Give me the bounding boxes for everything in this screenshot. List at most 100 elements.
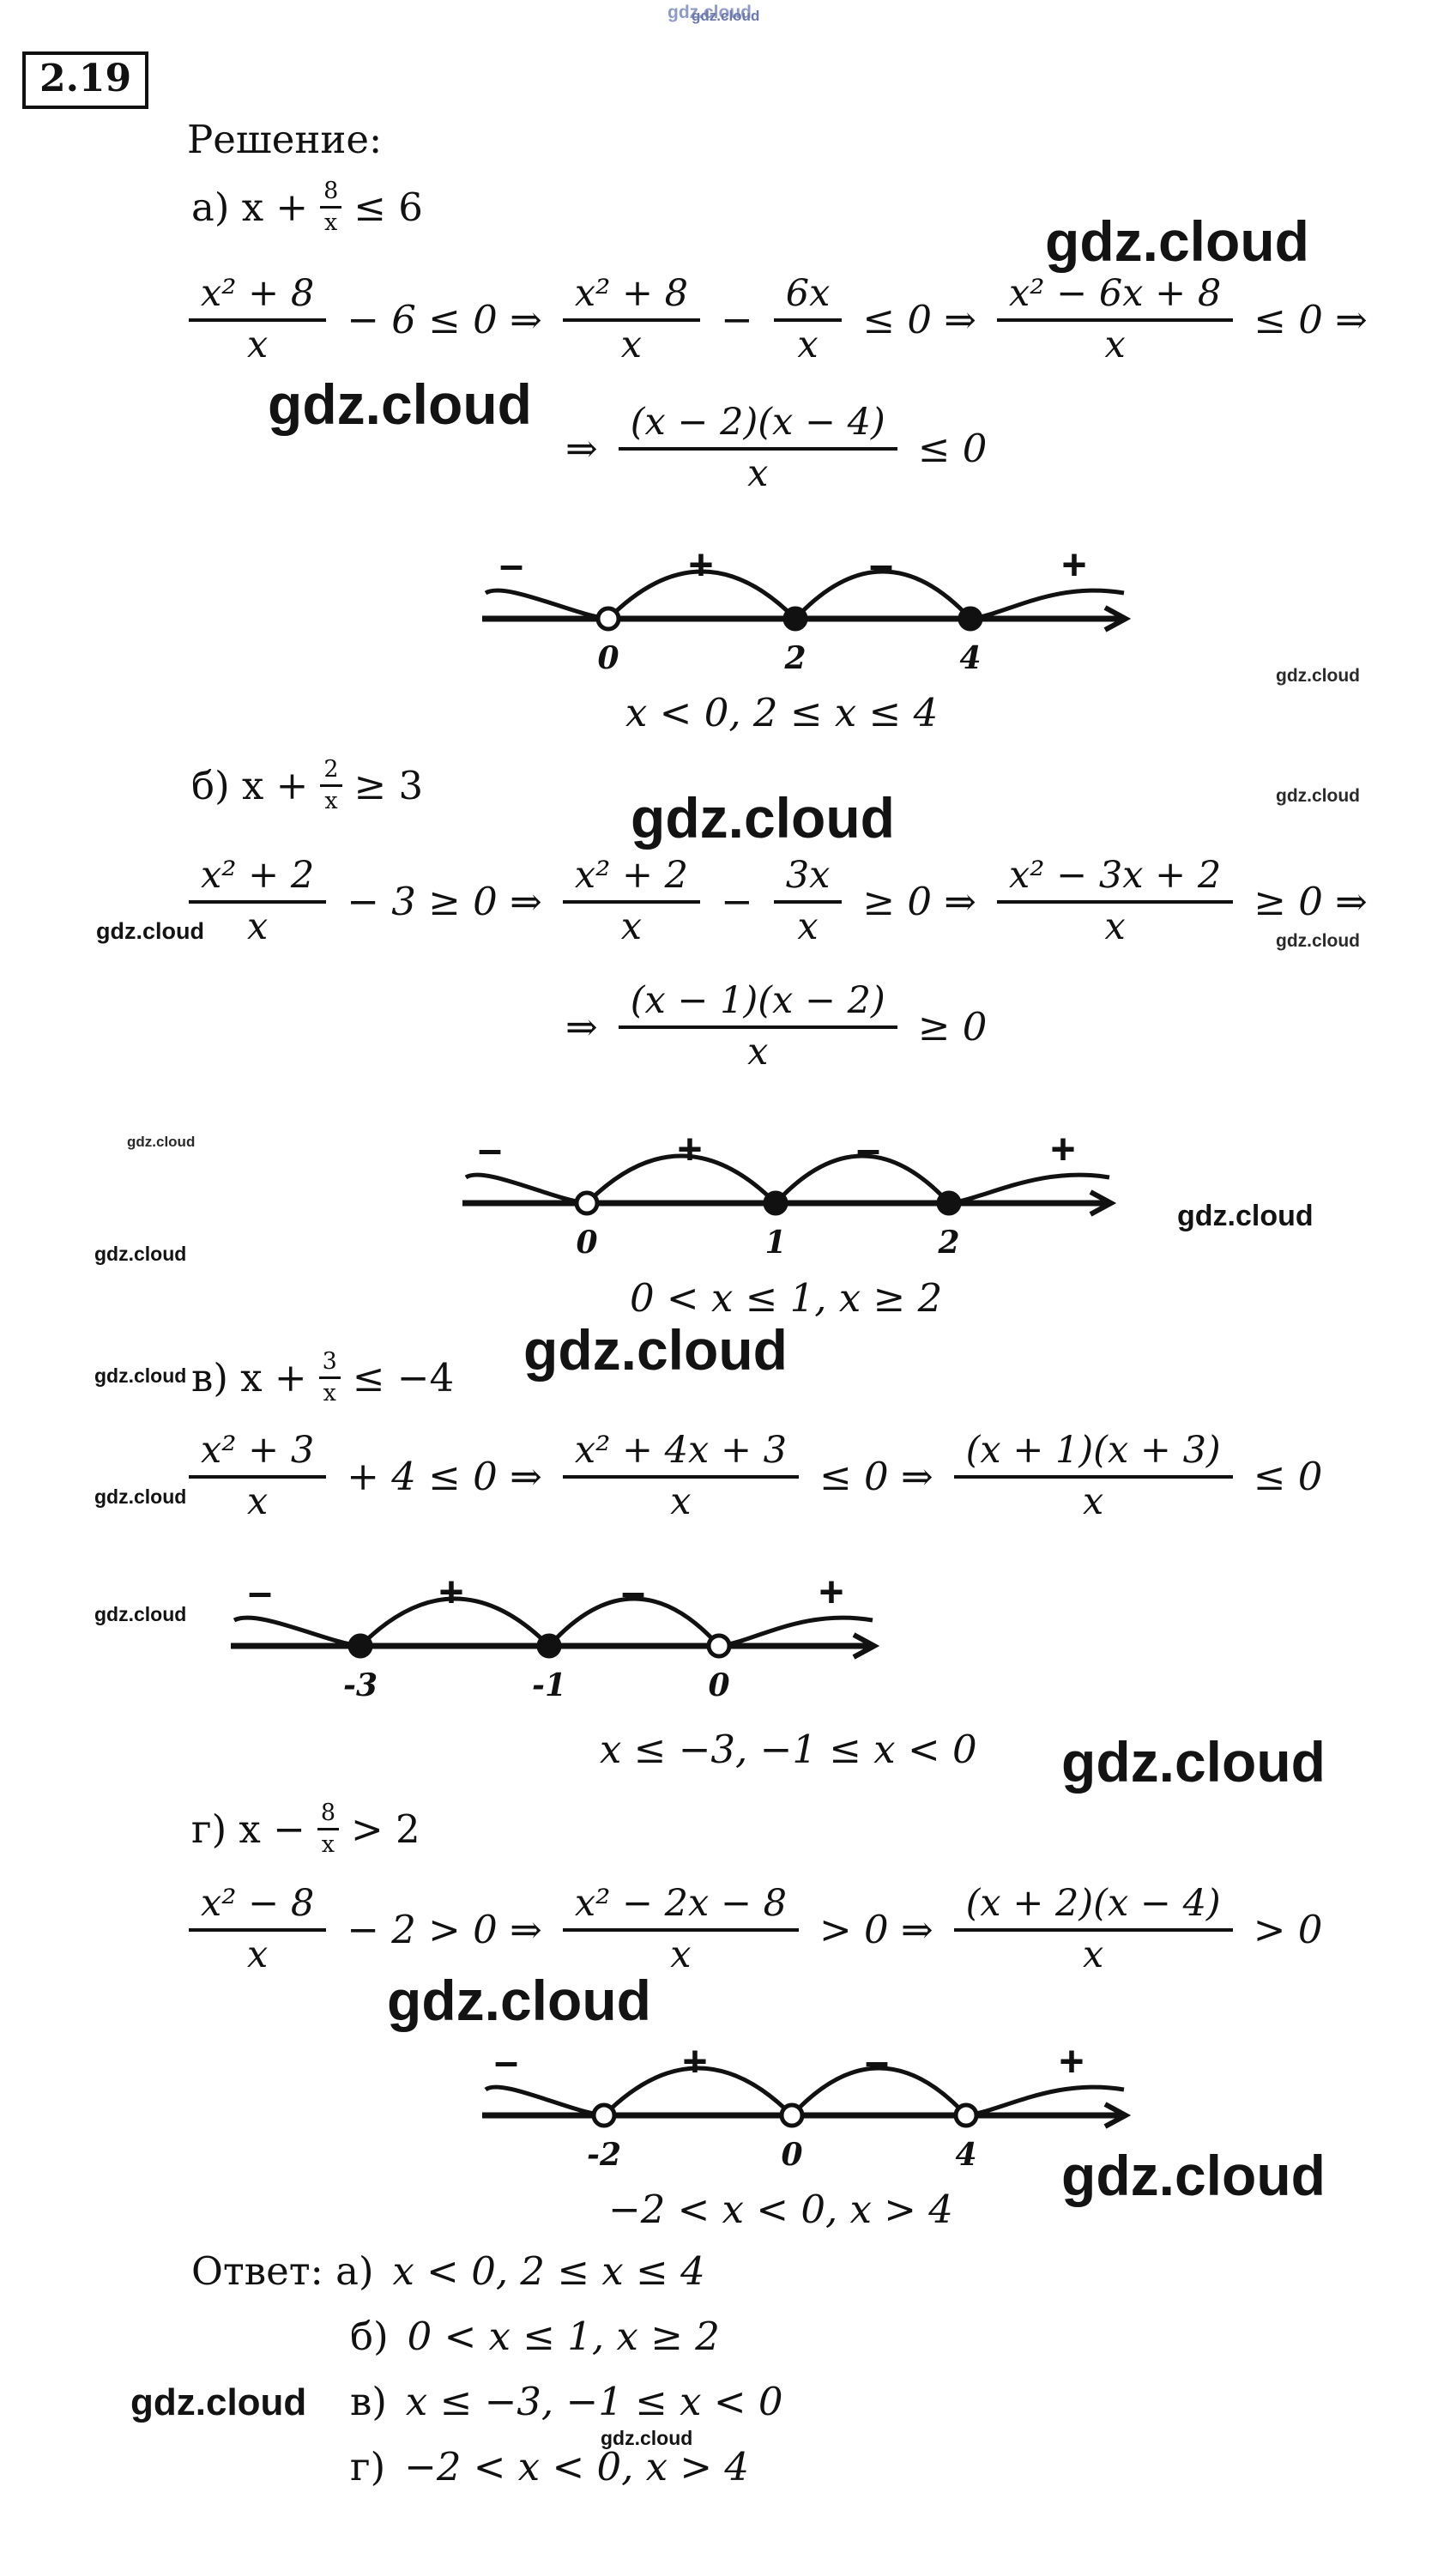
point-label: 0 bbox=[781, 2137, 802, 2170]
numberline-point bbox=[706, 1633, 732, 1659]
watermark: gdz.cloud bbox=[1061, 2144, 1326, 2207]
denominator: x bbox=[324, 787, 338, 814]
sign-label: + bbox=[1061, 543, 1086, 589]
sign-label: – bbox=[494, 2040, 518, 2085]
denominator: x bbox=[670, 1480, 692, 1524]
math-text: ≤ 0 bbox=[1253, 1453, 1323, 1499]
watermark: gdz.cloud bbox=[631, 786, 895, 850]
denominator: x bbox=[620, 324, 643, 367]
denominator: x bbox=[797, 324, 819, 367]
math-text: −2 < x < 0, x > 4 bbox=[608, 2187, 953, 2232]
denominator: x bbox=[1083, 1933, 1104, 1977]
math-text: > 0 bbox=[1253, 1906, 1323, 1952]
math-text: ≤ −4 bbox=[352, 1354, 455, 1401]
fraction: (x − 1)(x − 2)x bbox=[618, 980, 897, 1074]
math-text: ≥ 0 ⇒ bbox=[1254, 878, 1368, 924]
interval-arc bbox=[547, 1596, 721, 1648]
numberline-point bbox=[958, 606, 983, 632]
watermark: gdz.cloud bbox=[692, 8, 760, 24]
interval-arc bbox=[790, 2066, 968, 2117]
math-text: x ≤ −3, −1 ≤ x < 0 bbox=[600, 1727, 977, 1772]
watermark: gdz.cloud bbox=[1276, 931, 1360, 951]
watermark: gdz.cloud bbox=[1177, 1200, 1314, 1232]
interval-arc bbox=[774, 1153, 951, 1205]
math-text: − 6 ≤ 0 ⇒ bbox=[347, 296, 542, 342]
numerator: x² − 2x − 8 bbox=[562, 1883, 799, 1933]
numberline-point bbox=[591, 2102, 617, 2128]
math-text: −2 < x < 0, x > 4 bbox=[404, 2444, 750, 2489]
math-text: > 2 bbox=[351, 1806, 420, 1852]
arrowhead-icon bbox=[852, 1632, 879, 1660]
denominator: x bbox=[246, 1933, 269, 1977]
point-label: -2 bbox=[587, 2137, 621, 2170]
numerator: x² + 4x + 3 bbox=[562, 1430, 799, 1479]
watermark: gdz.cloud bbox=[387, 1969, 651, 2032]
sign-label: + bbox=[688, 543, 713, 589]
math-text: x < 0, 2 ≤ x ≤ 4 bbox=[625, 690, 939, 735]
problem-number: 2.19 bbox=[39, 57, 132, 100]
numberline-point bbox=[536, 1633, 562, 1659]
denominator: x bbox=[797, 905, 819, 949]
math-text: в) x + bbox=[191, 1354, 307, 1401]
math-text: > 0 ⇒ bbox=[819, 1906, 933, 1952]
sign-label: + bbox=[1050, 1128, 1075, 1173]
watermark: gdz.cloud bbox=[601, 2427, 693, 2449]
numerator: 8 bbox=[320, 178, 342, 209]
arrowhead-icon bbox=[1089, 1189, 1116, 1217]
watermark: gdz.cloud bbox=[1276, 786, 1360, 806]
numberline-point bbox=[936, 1190, 962, 1216]
math-text: x ≤ −3, −1 ≤ x < 0 bbox=[405, 2379, 783, 2424]
numerator: x² + 8 bbox=[189, 273, 327, 323]
sign-label: – bbox=[869, 543, 893, 589]
math-text: б) x + bbox=[191, 762, 309, 808]
math-text: ≤ 0 ⇒ bbox=[819, 1453, 933, 1499]
sign-label: – bbox=[621, 1570, 645, 1616]
math-text: 0 < x ≤ 1, x ≥ 2 bbox=[407, 2314, 720, 2359]
denominator: x bbox=[1104, 905, 1126, 949]
watermark: gdz.cloud bbox=[523, 1318, 788, 1382]
denominator: x bbox=[747, 452, 769, 496]
numberline-point bbox=[595, 606, 621, 632]
math-text: в) bbox=[350, 2379, 387, 2424]
math-text: ≤ 0 ⇒ bbox=[862, 296, 977, 342]
numerator: 6x bbox=[773, 273, 843, 323]
part-b-result: 0 < x ≤ 1, x ≥ 2 bbox=[618, 1275, 954, 1321]
solution-label: Решение: bbox=[187, 117, 382, 162]
part-a-step2: ⇒(x − 2)(x − 4)x≤ 0 bbox=[553, 402, 999, 494]
fraction: (x + 2)(x − 4)x bbox=[953, 1883, 1233, 1977]
interval-arc bbox=[970, 588, 1125, 621]
denominator: x bbox=[1104, 324, 1126, 367]
math-text: − bbox=[721, 878, 753, 924]
math-text: ≤ 0 bbox=[917, 425, 988, 471]
part-b-step2: ⇒(x − 1)(x − 2)x≥ 0 bbox=[553, 980, 999, 1073]
denominator: x bbox=[620, 905, 643, 949]
watermark: gdz.cloud bbox=[94, 1485, 187, 1508]
point-label: -1 bbox=[532, 1667, 566, 1701]
math-text: − 2 > 0 ⇒ bbox=[347, 1906, 542, 1952]
numberline-point bbox=[574, 1190, 600, 1216]
numerator: (x + 1)(x + 3) bbox=[953, 1430, 1233, 1479]
part-g-result: −2 < x < 0, x > 4 bbox=[596, 2187, 965, 2232]
math-text: ≥ 3 bbox=[353, 762, 424, 808]
math-text: + 4 ≤ 0 ⇒ bbox=[347, 1453, 542, 1499]
numerator: 3 bbox=[318, 1349, 341, 1379]
sign-label: – bbox=[499, 543, 523, 589]
denominator: x bbox=[747, 1031, 769, 1074]
interval-arc bbox=[794, 569, 972, 620]
